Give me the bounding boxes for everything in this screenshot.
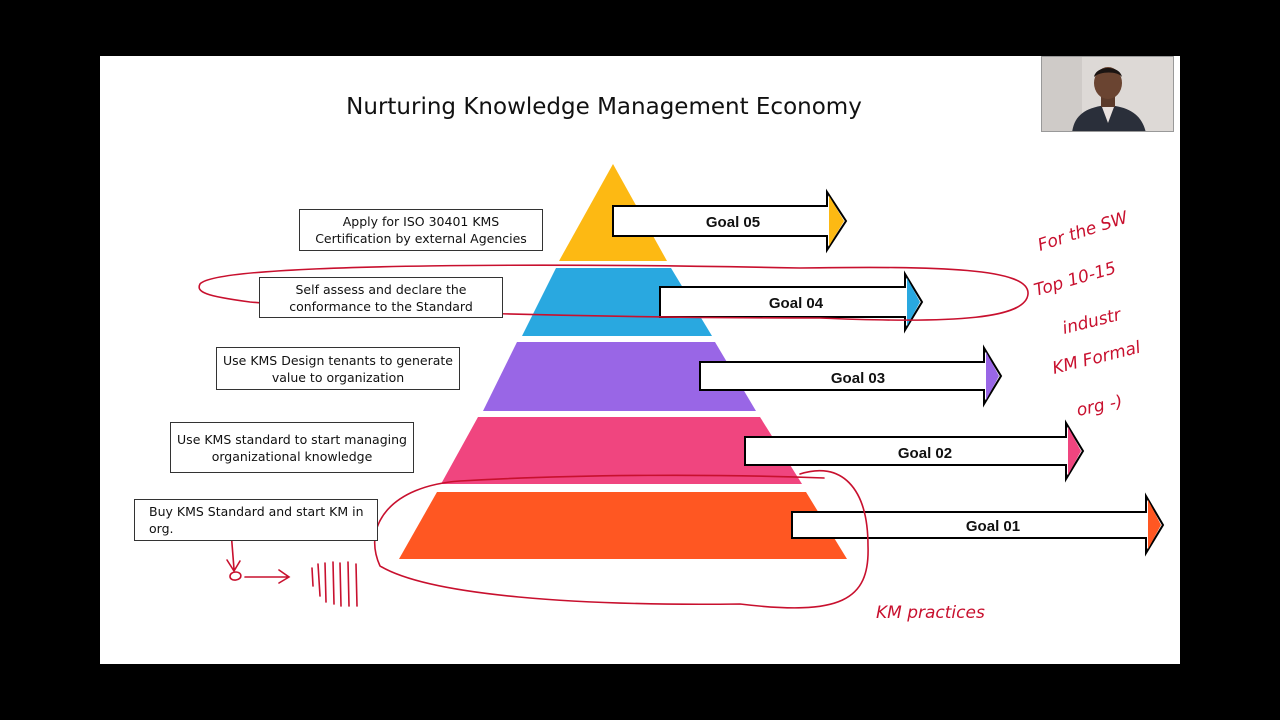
circle-goal-01: [374, 469, 869, 609]
pen-zero: [229, 571, 242, 581]
pyramid-tier-1: [399, 492, 847, 559]
goal-02-description: Use KMS standard to start managing organ…: [170, 422, 414, 473]
slide-title: Nurturing Knowledge Management Economy: [346, 94, 862, 120]
goal-03-description: Use KMS Design tenants to generate value…: [216, 347, 460, 390]
goal-label-5: Goal 05: [706, 214, 760, 231]
pyramid-tier-4: [522, 268, 712, 336]
presenter-silhouette: [1042, 57, 1173, 131]
note-line-4: KM Formal: [1050, 338, 1143, 379]
goal-04-description: Self assess and declare the conformance …: [259, 277, 503, 318]
slide: Nurturing Knowledge Management Economy G…: [100, 56, 1180, 664]
goal-label-4: Goal 04: [769, 295, 824, 312]
goal-arrow-2: Goal 02: [744, 419, 1085, 483]
note-line-3: industr: [1060, 305, 1124, 339]
pyramid-tier-3: [483, 342, 756, 411]
pen-notes: For the SW Top 10-15 industr KM Formal o…: [876, 207, 1143, 623]
goal-05-description: Apply for ISO 30401 KMS Certification by…: [299, 209, 543, 251]
goal-arrow-1: Goal 01: [791, 492, 1165, 557]
presenter-webcam-icon: [1041, 56, 1174, 132]
note-line-2: Top 10-15: [1032, 258, 1119, 300]
pen-tally: [311, 561, 358, 607]
goal-label-3: Goal 03: [831, 370, 885, 387]
goal-01-description: Buy KMS Standard and start KM in org.: [134, 499, 378, 541]
goal-arrow-4: Goal 04: [659, 270, 924, 334]
km-practices-note: KM practices: [876, 603, 985, 623]
note-line-5: org -): [1075, 392, 1125, 421]
goal-label-2: Goal 02: [898, 445, 952, 462]
goal-label-1: Goal 01: [966, 518, 1020, 535]
pyramid-diagram: Goal 05 Goal 04 Goal 03 Goal 02 Goal 01: [198, 164, 1165, 623]
pyramid-tier-2: [441, 417, 802, 484]
goal-arrow-5: Goal 05: [612, 188, 848, 254]
pen-arrow-right: [244, 569, 291, 584]
goal-arrow-3: Goal 03: [699, 344, 1003, 408]
note-line-1: For the SW: [1035, 207, 1131, 255]
